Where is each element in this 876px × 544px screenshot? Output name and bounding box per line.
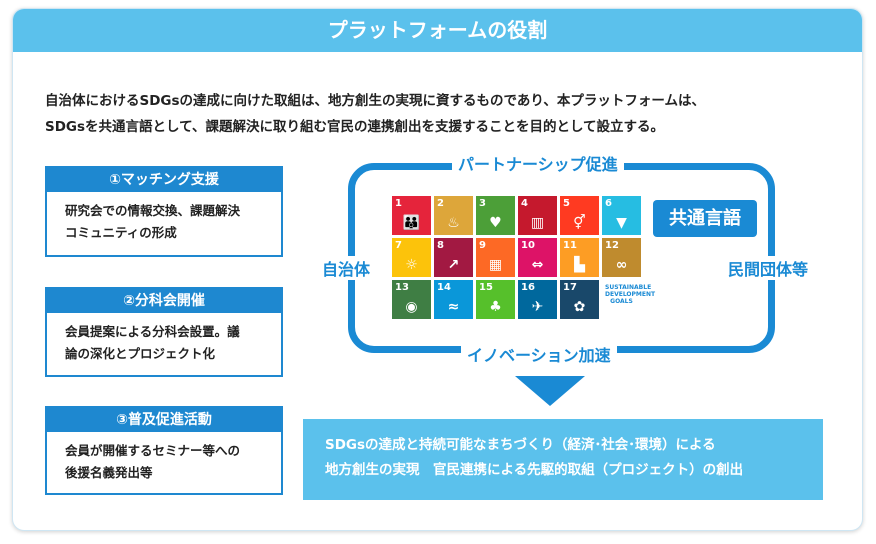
intro-text: 自治体におけるSDGsの達成に向けた取組は、地方創生の実現に資するものであり、本… (45, 88, 705, 140)
label-private-sector: 民間団体等 (722, 256, 815, 280)
goal-number: 5 (563, 198, 570, 209)
goal-number: 4 (521, 198, 528, 209)
role-text: コミュニティの形成 (65, 225, 177, 240)
fish-icon: ≈ (447, 299, 460, 315)
goal-number: 15 (479, 282, 493, 293)
goal-number: 6 (605, 198, 612, 209)
label-municipality: 自治体 (316, 256, 377, 280)
role-promotion: ③普及促進活動 会員が開催するセミナー等への後援名義発出等 (45, 406, 283, 495)
growth-chart-icon: ↗ (447, 257, 460, 273)
sdg-goal-2: 2♨ (434, 196, 473, 235)
page-title: プラットフォームの役割 (13, 9, 862, 52)
goal-number: 11 (563, 240, 577, 251)
sdg-goal-11: 11 ▙ (560, 238, 599, 277)
role-title: ③普及促進活動 (47, 408, 281, 432)
sdg-goal-10: 10 ⇔ (518, 238, 557, 277)
sdg-goal-4: 4▥ (518, 196, 557, 235)
sdg-goal-7: 7☼ (392, 238, 431, 277)
label-innovation: イノベーション加速 (461, 342, 617, 366)
down-arrow-icon (515, 376, 585, 406)
sdg-goal-15: 15 ♣ (476, 280, 515, 319)
sdg-grid: 1👪2♨3♥4▥5⚥6▼7☼8↗9▦10⇔11▙12∞13◉14≈15♣16✈1… (392, 196, 655, 319)
sdg-goal-3: 3♥ (476, 196, 515, 235)
common-language-badge: 共通言語 (653, 200, 757, 237)
role-text: 会員が開催するセミナー等への (65, 443, 241, 458)
intro-line: 自治体におけるSDGsの達成に向けた取組は、地方創生の実現に資するものであり、本… (45, 93, 705, 109)
goal-line: 地方創生の実現 官民連携による先駆的取組（プロジェクト）の創出 (325, 462, 744, 478)
rings-icon: ✿ (573, 299, 586, 315)
goal-number: 2 (437, 198, 444, 209)
sdg-goal-9: 9▦ (476, 238, 515, 277)
goal-number: 1 (395, 198, 402, 209)
equal-icon: ⇔ (531, 257, 544, 273)
role-matching-support: ①マッチング支援 研究会での情報交換、課題解決コミュニティの形成 (45, 166, 283, 257)
gender-icon: ⚥ (573, 215, 586, 231)
sun-icon: ☼ (405, 257, 418, 273)
sdg-goal-17: 17 ✿ (560, 280, 599, 319)
bowl-icon: ♨ (447, 215, 460, 231)
goal-number: 13 (395, 282, 409, 293)
sdg-goal-16: 16 ✈ (518, 280, 557, 319)
eye-globe-icon: ◉ (405, 299, 418, 315)
heartbeat-icon: ♥ (489, 215, 502, 231)
goal-number: 8 (437, 240, 444, 251)
infinity-icon: ∞ (615, 257, 628, 273)
role-text: 研究会での情報交換、課題解決 (65, 203, 241, 218)
goal-number: 10 (521, 240, 535, 251)
people-icon: 👪 (402, 215, 421, 231)
goal-number: 14 (437, 282, 451, 293)
dove-icon: ✈ (531, 299, 544, 315)
sdg-goal-14: 14 ≈ (434, 280, 473, 319)
goal-number: 16 (521, 282, 535, 293)
role-subcommittee: ②分科会開催 会員提案による分科会設置。議論の深化とプロジェクト化 (45, 287, 283, 377)
cubes-icon: ▦ (488, 257, 503, 273)
role-title: ②分科会開催 (47, 289, 281, 313)
goal-number: 9 (479, 240, 486, 251)
water-icon: ▼ (616, 215, 627, 231)
goal-number: 7 (395, 240, 402, 251)
role-title: ①マッチング支援 (47, 168, 281, 192)
goal-box: SDGsの達成と持続可能なまちづくり（経済･社会･環境）による 地方創生の実現 … (303, 419, 823, 500)
goal-number: 12 (605, 240, 619, 251)
goal-number: 17 (563, 282, 577, 293)
sdg-goal-13: 13 ◉ (392, 280, 431, 319)
buildings-icon: ▙ (574, 257, 585, 273)
sdg-goal-12: 12 ∞ (602, 238, 641, 277)
sdg-goal-5: 5⚥ (560, 196, 599, 235)
sdg-goal-6: 6▼ (602, 196, 641, 235)
goal-number: 3 (479, 198, 486, 209)
book-icon: ▥ (530, 215, 545, 231)
sdg-goal-1: 1👪 (392, 196, 431, 235)
role-text: 後援名義発出等 (65, 465, 153, 480)
sdg-goal-8: 8↗ (434, 238, 473, 277)
label-partnership: パートナーシップ促進 (452, 151, 624, 175)
sdgs-logo: SUSTAINABLE DEVELOPMENT GOALS (602, 280, 655, 319)
goal-line: SDGsの達成と持続可能なまちづくり（経済･社会･環境）による (325, 437, 716, 453)
intro-line: SDGsを共通言語として、課題解決に取り組む官民の連携創出を支援することを目的と… (45, 119, 665, 135)
role-text: 論の深化とプロジェクト化 (65, 346, 216, 361)
role-text: 会員提案による分科会設置。議 (65, 324, 240, 339)
tree-icon: ♣ (489, 299, 502, 315)
